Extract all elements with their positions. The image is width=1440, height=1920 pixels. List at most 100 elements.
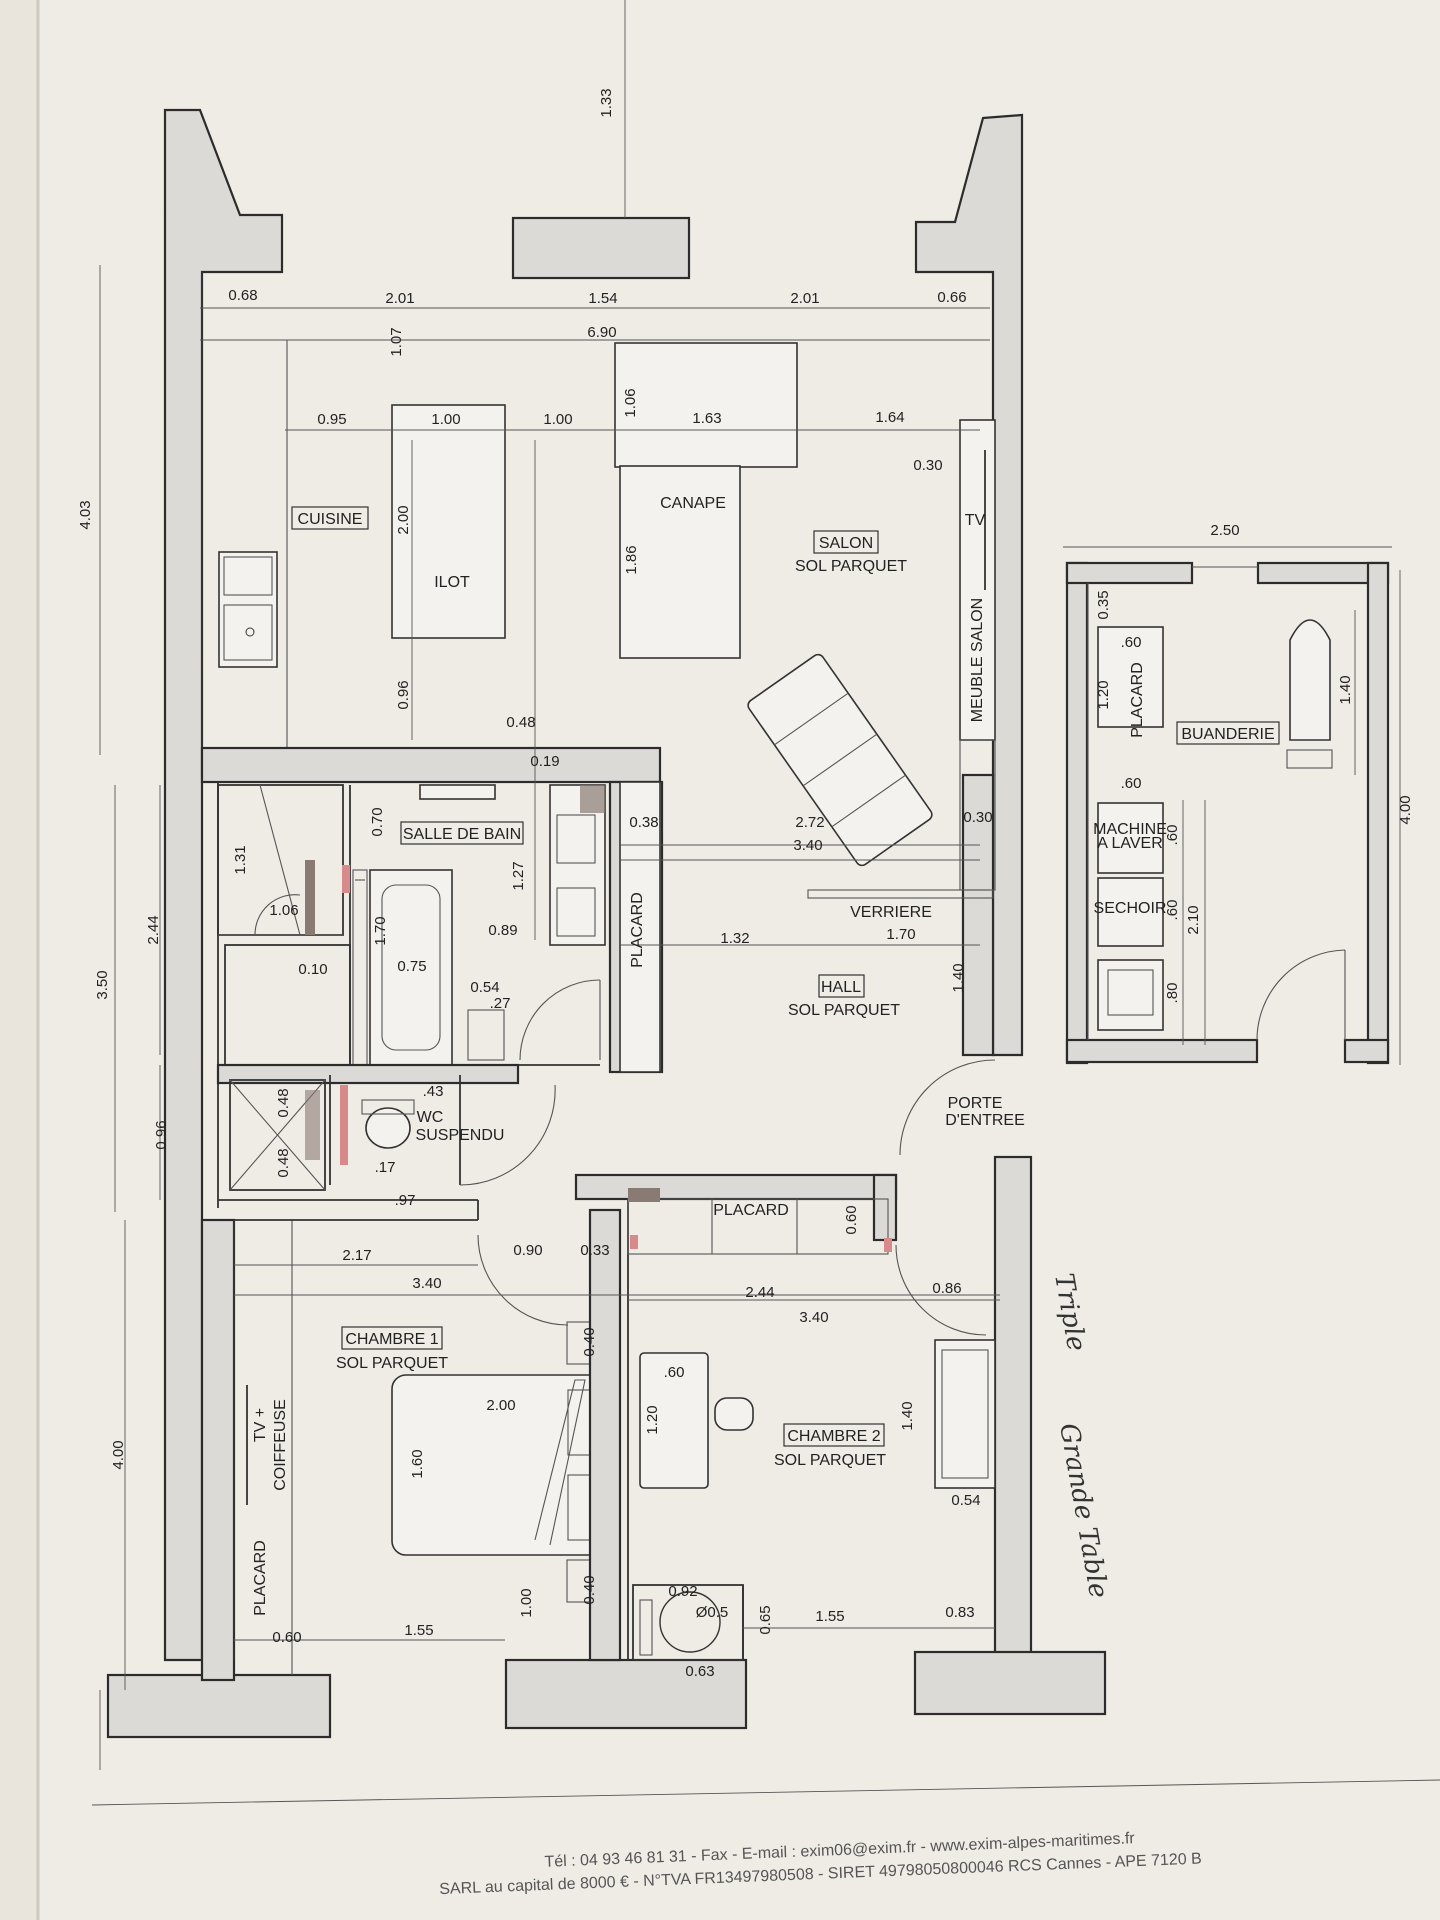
- ironing-board: [1289, 619, 1331, 741]
- dimension-label-d040b: 0.40: [581, 1575, 598, 1604]
- dimension-label-d250: 2.50: [1210, 522, 1239, 539]
- dimension-label-d068: 0.68: [228, 287, 257, 304]
- dimension-label-d048c: 0.48: [275, 1148, 292, 1177]
- label-chambre-2: CHAMBRE 2: [787, 1428, 880, 1445]
- dimension-label-d120b: 1.20: [644, 1405, 661, 1434]
- dimension-label-d170a: 1.70: [886, 926, 915, 943]
- dimension-label-d120a: 1.20: [1095, 680, 1112, 709]
- laundry-sink: [1097, 959, 1164, 1031]
- label-chambre-1: CHAMBRE 1: [345, 1331, 438, 1348]
- laundry-room: [1065, 561, 1390, 1065]
- dimension-label-d107: 1.07: [388, 327, 405, 356]
- label-ilot: ILOT: [434, 574, 470, 591]
- label-cuisine: CUISINE: [298, 511, 363, 528]
- dimension-label-d096b: 0.96: [153, 1120, 170, 1149]
- kitchen-island: [391, 404, 506, 639]
- label-porte-2: D'ENTREE: [945, 1112, 1025, 1129]
- dimension-label-d097: .97: [395, 1192, 416, 1209]
- dimension-label-d027: .27: [490, 995, 511, 1012]
- label-chambre-2-floor: SOL PARQUET: [774, 1452, 886, 1469]
- dimension-labels: 1.33 0.68 2.01 1.54 2.01 0.66 6.90 1.07 …: [77, 88, 1414, 1680]
- dimension-label-d063: 0.63: [685, 1663, 714, 1680]
- washing-machine: [1097, 802, 1164, 874]
- dimension-label-d089: 0.89: [488, 922, 517, 939]
- dimension-label-d100c: 1.00: [518, 1588, 535, 1617]
- dimension-label-d080: .80: [1164, 983, 1181, 1004]
- dimension-label-d048b: 0.48: [275, 1088, 292, 1117]
- dimension-label-d090: 0.90: [513, 1242, 542, 1259]
- dimension-label-d133: 1.33: [598, 88, 615, 117]
- label-wc-1: WC: [417, 1109, 444, 1126]
- dimension-label-d060f: .60: [664, 1364, 685, 1381]
- label-placard-chambre-2: PLACARD: [713, 1202, 789, 1219]
- dimension-label-d070: 0.70: [369, 807, 386, 836]
- dimension-label-d340c: 3.40: [799, 1309, 828, 1326]
- dimension-label-d100a: 1.00: [431, 411, 460, 428]
- dimension-lines: [91, 0, 1440, 1806]
- dimension-label-d060e: 0.60: [843, 1205, 860, 1234]
- dimension-label-d350: 3.50: [94, 970, 111, 999]
- kitchen-sink: [218, 551, 278, 668]
- label-tv: TV: [965, 512, 986, 529]
- label-sechoir: SECHOIR: [1094, 900, 1167, 917]
- dimension-label-d066: 0.66: [937, 289, 966, 306]
- dimension-label-d048: 0.48: [506, 714, 535, 731]
- dimension-label-d340a: 3.40: [793, 837, 822, 854]
- dimension-label-d244a: 2.44: [145, 915, 162, 944]
- label-tv-coiffeuse-2: COIFFEUSE: [272, 1399, 289, 1491]
- dimension-label-d106: 1.06: [622, 388, 639, 417]
- dimension-label-d164: 1.64: [875, 409, 904, 426]
- label-machine-1: MACHINE: [1093, 821, 1167, 838]
- label-machine-2: A LAVER: [1097, 835, 1163, 852]
- label-placard-buanderie: PLACARD: [1129, 662, 1146, 738]
- dimension-label-d086: 0.86: [932, 1280, 961, 1297]
- dimension-label-d106b: 1.06: [269, 902, 298, 919]
- dimension-label-d154: 1.54: [588, 290, 617, 307]
- dimension-label-d050: Ø0.5: [696, 1604, 729, 1621]
- kitchen-salon-area: [200, 272, 996, 891]
- label-canape: CANAPE: [660, 495, 726, 512]
- bathroom-block: [217, 780, 994, 1208]
- tv-cabinet: [959, 419, 996, 741]
- label-salon-floor: SOL PARQUET: [795, 558, 907, 575]
- dimension-label-d131: 1.31: [232, 845, 249, 874]
- label-tv-coiffeuse-1: TV +: [252, 1408, 269, 1442]
- dimension-label-d210: 2.10: [1185, 905, 1202, 934]
- label-meuble-salon: MEUBLE SALON: [969, 598, 986, 722]
- dimension-label-d186: 1.86: [623, 545, 640, 574]
- dimension-label-d244b: 2.44: [745, 1284, 774, 1301]
- dimension-label-d035: 0.35: [1095, 590, 1112, 619]
- dimension-label-d040a: 0.40: [581, 1327, 598, 1356]
- dimension-label-d217: 2.17: [342, 1247, 371, 1264]
- dimension-label-d019: 0.19: [530, 753, 559, 770]
- dimension-label-d100b: 1.00: [543, 411, 572, 428]
- dimension-label-d163: 1.63: [692, 410, 721, 427]
- dimension-label-d083: 0.83: [945, 1604, 974, 1621]
- dimension-label-d060a: .60: [1121, 634, 1142, 651]
- dimension-label-d200a: 2.00: [395, 505, 412, 534]
- dimension-label-d272: 2.72: [795, 814, 824, 831]
- dimension-label-d160: 1.60: [409, 1449, 426, 1478]
- label-salon: SALON: [819, 535, 873, 552]
- label-porte-1: PORTE: [948, 1095, 1003, 1112]
- dimension-label-d201a: 2.01: [385, 290, 414, 307]
- label-salle-de-bain: SALLE DE BAIN: [403, 826, 521, 843]
- sofa-chambre-2: [934, 1339, 996, 1489]
- dimension-label-d140c: 1.40: [899, 1401, 916, 1430]
- dimension-label-d060b: .60: [1121, 775, 1142, 792]
- dimension-label-d054b: 0.54: [951, 1492, 980, 1509]
- dimension-label-d155b: 1.55: [404, 1622, 433, 1639]
- dimension-label-d201b: 2.01: [790, 290, 819, 307]
- dimension-label-d340b: 3.40: [412, 1275, 441, 1292]
- laundry-closet: [1097, 626, 1164, 728]
- label-buanderie: BUANDERIE: [1181, 726, 1274, 743]
- dimension-label-d140a: 1.40: [950, 963, 967, 992]
- dimension-label-d403: 4.03: [77, 500, 94, 529]
- dimension-label-d095: 0.95: [317, 411, 346, 428]
- dimension-label-d017: .17: [375, 1159, 396, 1176]
- label-chambre-1-floor: SOL PARQUET: [336, 1355, 448, 1372]
- dimension-label-d030a: 0.30: [913, 457, 942, 474]
- label-hall-floor: SOL PARQUET: [788, 1002, 900, 1019]
- dimension-label-d127: 1.27: [510, 861, 527, 890]
